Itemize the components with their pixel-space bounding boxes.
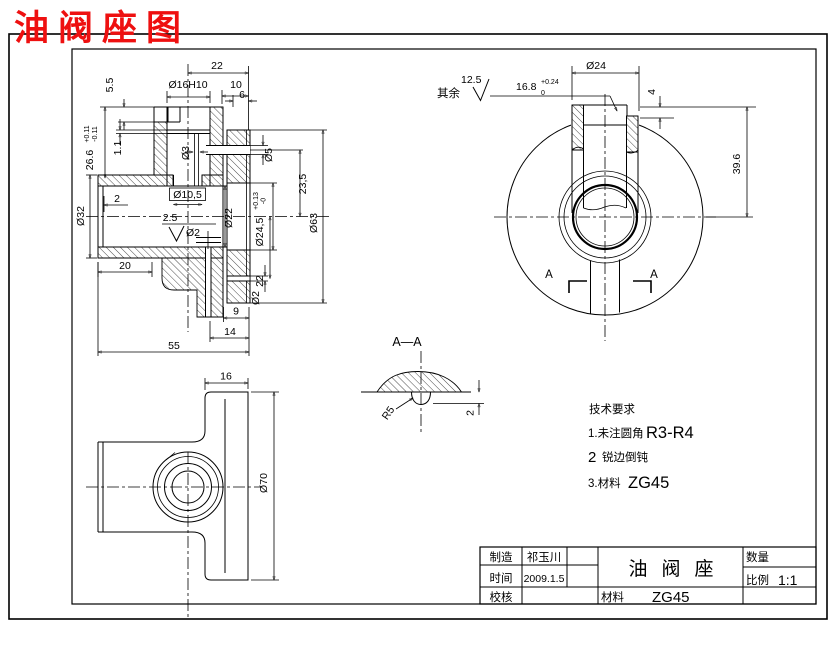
maker-name: 祁玉川: [527, 550, 562, 564]
tech-item3-value: ZG45: [628, 474, 669, 492]
dim-22-top: 22: [211, 60, 223, 72]
dim-20: 20: [119, 260, 131, 272]
dim-10: 10: [230, 79, 242, 91]
tech-item1-zh: 1.未注圆角: [588, 426, 644, 440]
qiyu-label: 其余: [437, 86, 460, 100]
section-aa-dim-2: 2: [433, 380, 484, 416]
dim-26-6: 26.6: [84, 150, 96, 171]
dim-phi2-tube: Ø2: [186, 227, 200, 239]
dim-phi63: Ø63: [308, 213, 320, 233]
r5-leader: [395, 397, 414, 410]
label-cailiao: 材料: [601, 590, 624, 604]
main-dimensions: 22 Ø16H10 10 6 5.5 26.6 +0.11: [75, 60, 327, 356]
dim-5-5: 5.5: [104, 78, 116, 93]
dim-phi32: Ø32: [75, 206, 87, 226]
dim-phi24: Ø24: [586, 60, 606, 72]
section-aa-dome: [376, 371, 463, 393]
dim-16: 16: [220, 371, 232, 383]
label-shuliang: 数量: [746, 550, 769, 564]
roughness-2-5: 2.5: [163, 212, 178, 224]
tech-title: 技术要求: [589, 403, 635, 416]
top-boss: [571, 104, 639, 213]
dim-6: 6: [239, 89, 245, 101]
main-section-view: 22 Ø16H10 10 6 5.5 26.6 +0.11: [75, 60, 332, 356]
dim-phi24-5: Ø24,5: [254, 218, 266, 247]
main-holes: [196, 145, 250, 318]
label-jiaohe: 校核: [490, 590, 513, 604]
section-aa-title: A—A: [392, 335, 422, 349]
tech-requirements: 技术要求 1.未注圆角 R3-R4 2 锐边倒钝 3.材料 ZG45: [588, 403, 694, 492]
label-zhizao: 制造: [490, 550, 513, 564]
dim-r5: R5: [380, 404, 398, 422]
label-shijian: 时间: [490, 572, 513, 585]
dim-9: 9: [233, 306, 239, 318]
section-cut-markers: A A: [545, 269, 658, 293]
roughness-check-icon: [168, 225, 185, 243]
side-view: 16 Ø70: [86, 371, 279, 618]
dim-4: 4: [646, 89, 658, 95]
dim-phi70: Ø70: [258, 473, 270, 493]
circle-view-dimensions: Ø24 16.8 +0.24 0 4 39.6: [490, 60, 756, 218]
circular-front-view: A A Ø24 16.8 +0.24 0 4 39.6: [490, 60, 756, 341]
tech-item2-num: 2: [588, 449, 596, 466]
dim-2-chamfer: 2: [114, 193, 120, 205]
dim-2-section: 2: [465, 410, 477, 416]
dim-16-8-tol-up: +0.24: [541, 79, 559, 86]
dim-26-6-tol-dn: -0.11: [92, 126, 99, 142]
dim-phi10-5: Ø10,5: [173, 189, 202, 201]
material-value: ZG45: [652, 589, 690, 606]
part-name: 油阀座: [628, 558, 727, 580]
dim-phi24-5-tol-dn: -0: [261, 198, 268, 204]
dim-23-5: 23,5: [297, 174, 309, 195]
section-aa-view: A—A R5 2: [361, 335, 484, 434]
date-value: 2009.1.5: [524, 573, 565, 585]
dim-phi16h10: Ø16H10: [168, 79, 207, 91]
scale-value: 1:1: [778, 572, 798, 588]
dim-phi2-flange: Ø2: [250, 291, 262, 305]
label-bili: 比例: [746, 573, 769, 587]
tech-item3-zh: 3.材料: [588, 476, 621, 490]
section-label-a-right: A: [650, 269, 658, 281]
dim-1-1: 1.1: [112, 141, 124, 156]
sheet-borders: [8, 33, 828, 620]
dim-16-8: 16.8: [516, 81, 537, 93]
general-roughness-note: 其余 12.5: [437, 74, 490, 102]
dim-phi3: Ø3: [180, 146, 192, 160]
dim-55: 55: [168, 340, 180, 352]
roughness-value: 12.5: [461, 74, 482, 86]
tech-item2-zh: 锐边倒钝: [602, 450, 648, 464]
dim-16-8-tol-dn: 0: [541, 90, 545, 97]
dim-phi24-5-tol-up: +0.13: [253, 192, 260, 210]
roughness-symbol-icon: [472, 78, 490, 102]
dim-phi5: Ø5: [263, 148, 275, 162]
section-label-a-left: A: [545, 269, 553, 281]
dim-phi22: Ø22: [223, 208, 235, 228]
page-title: 油阀座图: [14, 9, 190, 48]
tech-item1-value: R3-R4: [646, 424, 694, 442]
dim-39-6: 39.6: [731, 154, 743, 175]
title-block: 制造 祁玉川 时间 2009.1.5 校核 油阀座 材料 ZG45 数量 比例 …: [479, 546, 817, 606]
dim-14: 14: [224, 326, 236, 338]
dim-26-6-tol-up: +0.11: [84, 125, 91, 142]
side-outline: [97, 391, 249, 581]
side-view-dimensions: 16 Ø70: [204, 371, 279, 581]
